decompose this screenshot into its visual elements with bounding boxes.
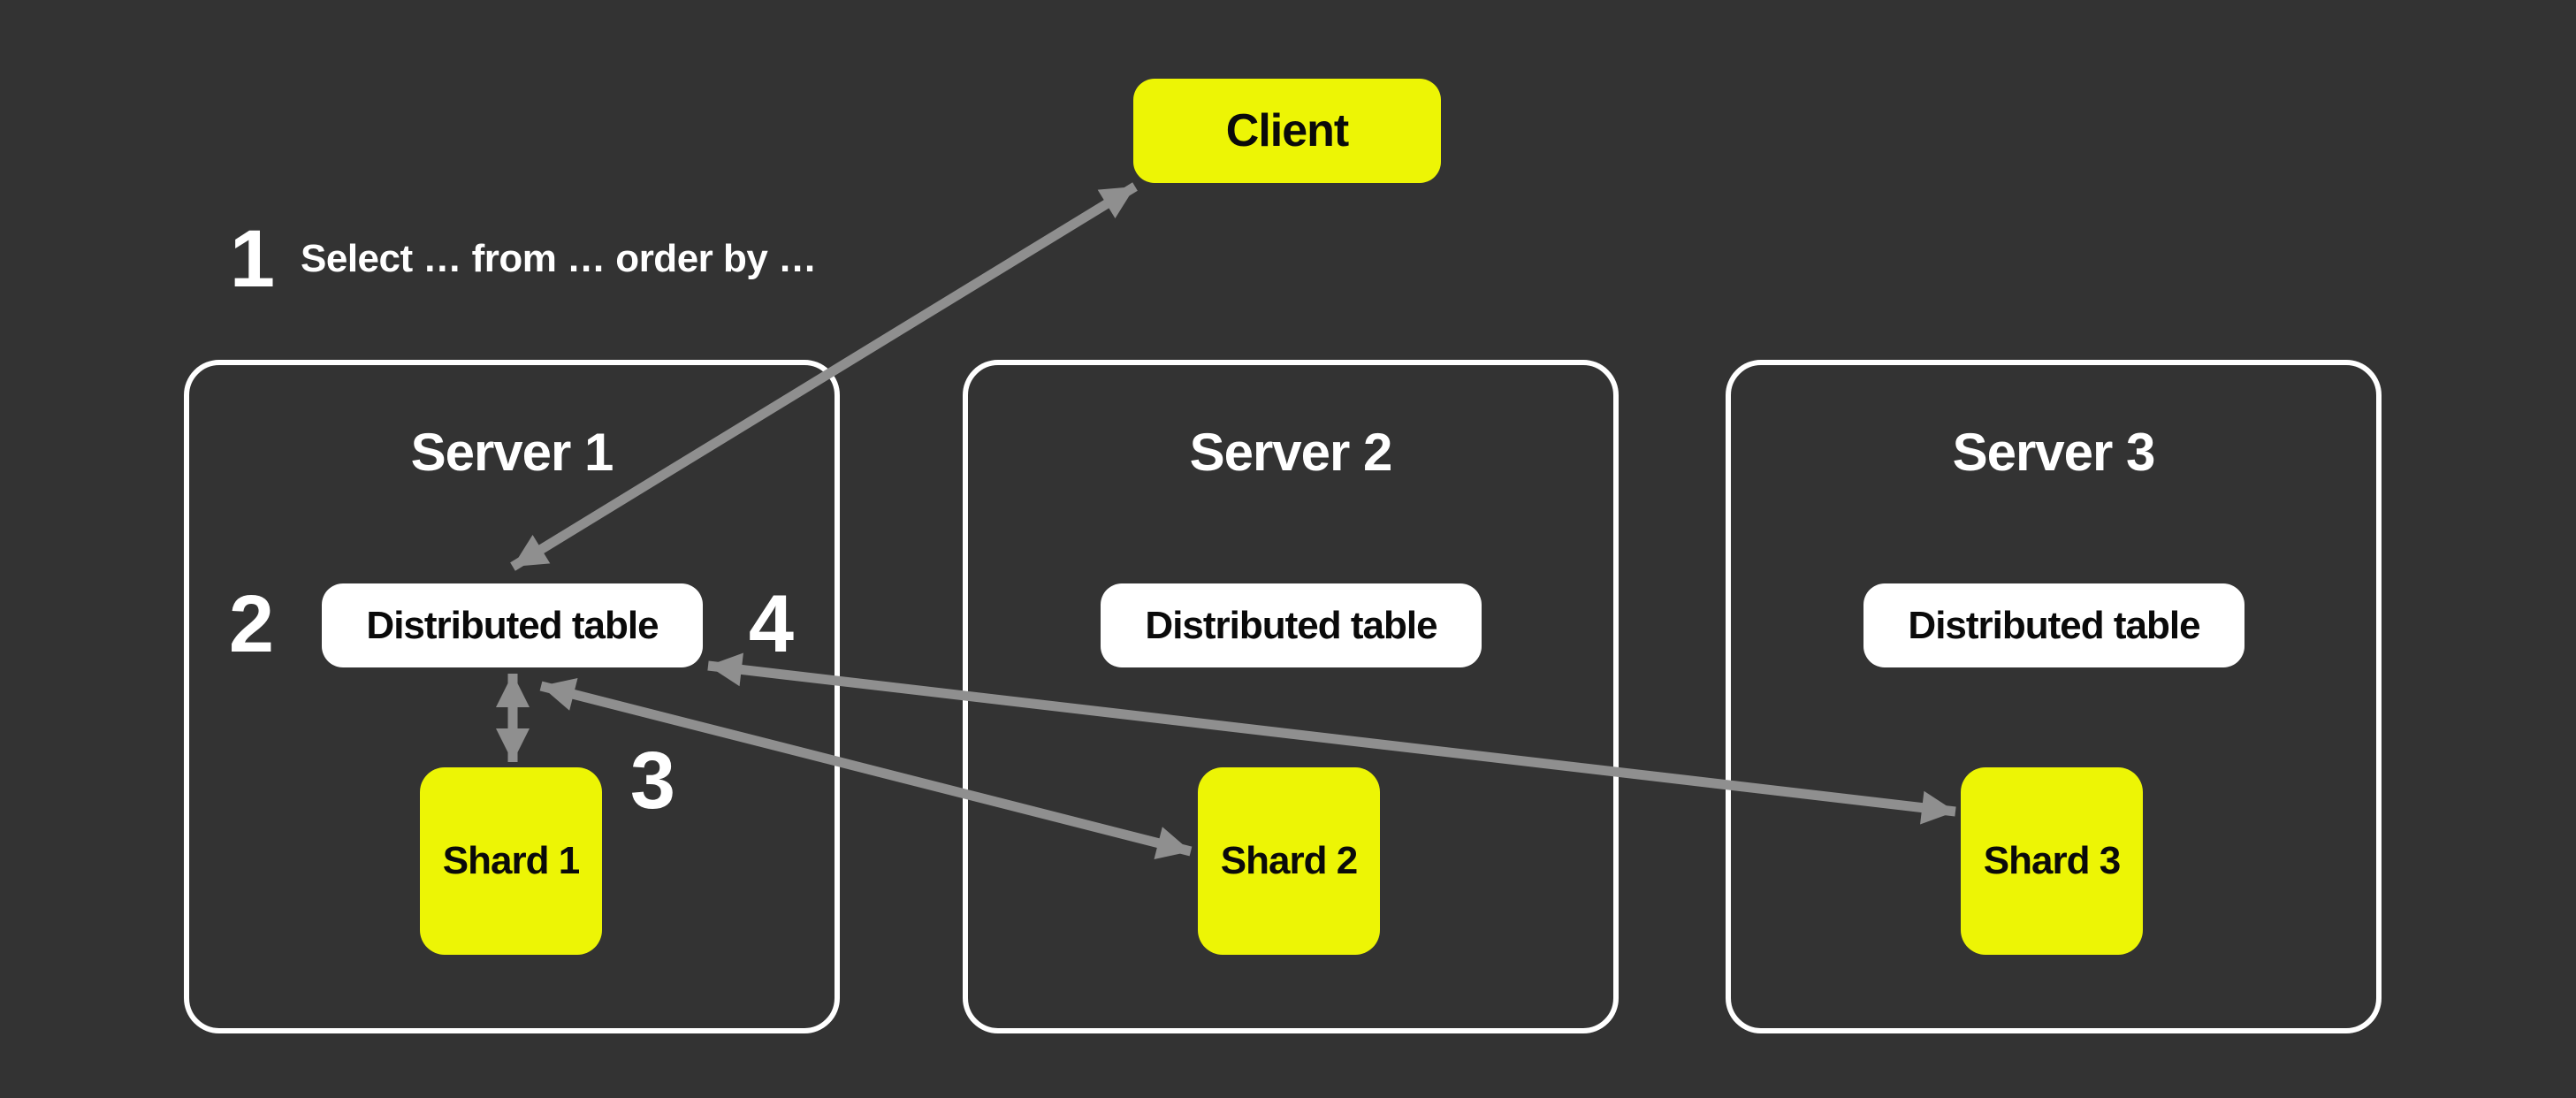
server-3-distributed-table-label: Distributed table (1908, 603, 2200, 647)
step-1-number: 1 (229, 213, 275, 304)
shard-1-node: Shard 1 (420, 767, 602, 955)
server-2-distributed-table-label: Distributed table (1145, 603, 1437, 647)
shard-2-label: Shard 2 (1220, 839, 1358, 882)
shard-3-label: Shard 3 (1983, 839, 2121, 882)
server-2-distributed-table-node: Distributed table (1101, 583, 1482, 667)
server-3-label: Server 3 (1952, 423, 2156, 482)
step-1-query-text: Select … from … order by … (301, 237, 817, 280)
server-1-distributed-table-node: Distributed table (322, 583, 703, 667)
server-1-distributed-table-label: Distributed table (366, 603, 659, 647)
server-3-distributed-table-node: Distributed table (1863, 583, 2244, 667)
step-2-number: 2 (228, 578, 274, 669)
server-2-label: Server 2 (1189, 423, 1393, 482)
client-node: Client (1133, 79, 1441, 183)
client-label: Client (1225, 105, 1349, 156)
shard-3-node: Shard 3 (1961, 767, 2143, 955)
shard-2-node: Shard 2 (1198, 767, 1380, 955)
shard-1-label: Shard 1 (442, 839, 580, 882)
server-1-label: Server 1 (410, 423, 614, 482)
